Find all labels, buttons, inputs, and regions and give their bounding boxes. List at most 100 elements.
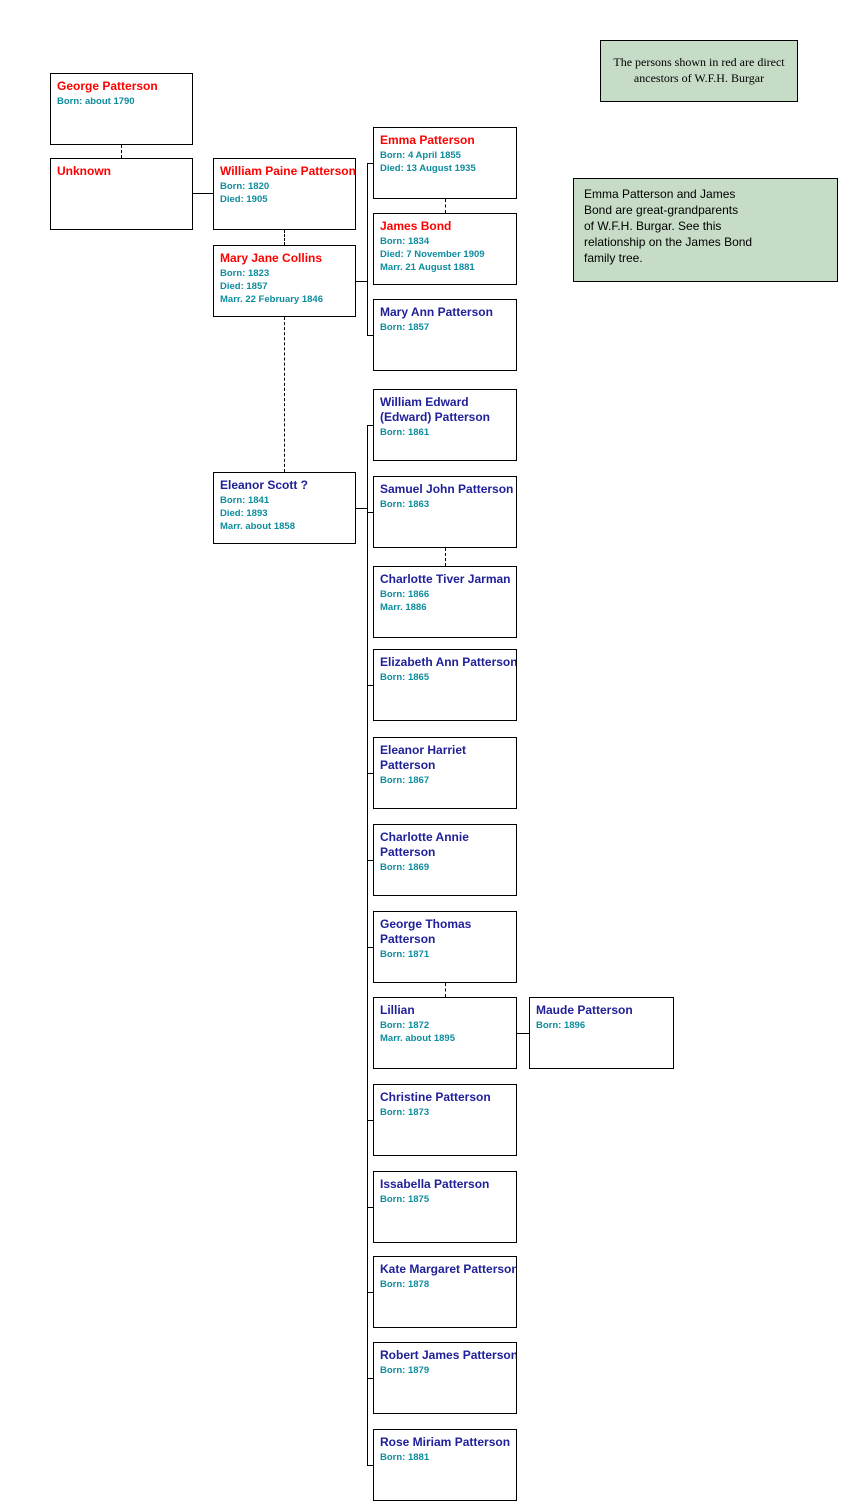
person-card-eleanor-harriet-patterson: Eleanor Harriet Patterson Born: 1867 — [373, 737, 517, 809]
person-detail: Born: 4 April 1855 — [380, 150, 461, 161]
person-detail: Born: 1867 — [380, 775, 430, 786]
person-card-eleanor-scott: Eleanor Scott ? Born: 1841 Died: 1893 Ma… — [213, 472, 356, 544]
children-bus-maryjane — [367, 163, 368, 335]
child-stub-kate-margaret — [367, 1292, 373, 1293]
child-stub-mary-ann — [367, 335, 373, 336]
person-name: Maude Patterson — [536, 1003, 633, 1017]
person-card-mary-ann-patterson: Mary Ann Patterson Born: 1857 — [373, 299, 517, 371]
person-name: Lillian — [380, 1003, 415, 1017]
spouse-connector-william-eleanorscott — [284, 317, 285, 472]
person-detail: Born: 1879 — [380, 1365, 430, 1376]
couple-to-children-connector-eleanorscott — [356, 508, 367, 509]
person-card-charlotte-annie-patterson: Charlotte Annie Patterson Born: 1869 — [373, 824, 517, 896]
person-detail: Marr. about 1858 — [220, 521, 295, 532]
child-stub-charlotte-annie — [367, 860, 373, 861]
person-detail: Born: 1823 — [220, 268, 270, 279]
person-detail: Born: 1857 — [380, 322, 430, 333]
person-card-samuel-john-patterson: Samuel John Patterson Born: 1863 — [373, 476, 517, 548]
couple-to-children-connector-maryjane — [356, 281, 367, 282]
person-name: Robert James Patterson — [380, 1348, 517, 1362]
person-name: Mary Ann Patterson — [380, 305, 493, 319]
person-card-lillian: Lillian Born: 1872 Marr. about 1895 — [373, 997, 517, 1069]
person-name: Kate Margaret Patterson — [380, 1262, 517, 1276]
child-stub-rose-miriam — [367, 1465, 373, 1466]
person-name: William Paine Patterson — [220, 164, 356, 178]
person-name: Christine Patterson — [380, 1090, 491, 1104]
child-connector-lillian-maude — [517, 1033, 529, 1034]
children-bus-eleanorscott — [367, 425, 368, 1465]
child-connector-unknown-william — [192, 193, 213, 194]
person-name: George Thomas Patterson — [380, 917, 472, 946]
child-stub-elizabeth-ann — [367, 685, 373, 686]
person-card-robert-james-patterson: Robert James Patterson Born: 1879 — [373, 1342, 517, 1414]
person-detail: Marr. about 1895 — [380, 1033, 455, 1044]
person-detail: Born: 1861 — [380, 427, 430, 438]
person-name: Elizabeth Ann Patterson — [380, 655, 517, 669]
person-card-christine-patterson: Christine Patterson Born: 1873 — [373, 1084, 517, 1156]
legend-direct-ancestors: The persons shown in red are direct ance… — [600, 40, 798, 102]
person-name: Eleanor Harriet Patterson — [380, 743, 467, 772]
person-detail: Born: 1896 — [536, 1020, 586, 1031]
person-card-james-bond: James Bond Born: 1834 Died: 7 November 1… — [373, 213, 517, 285]
person-card-issabella-patterson: Issabella Patterson Born: 1875 — [373, 1171, 517, 1243]
spouse-connector-george-unknown — [121, 145, 122, 158]
person-card-william-edward-patterson: William Edward (Edward) Patterson Born: … — [373, 389, 517, 461]
person-card-mary-jane-collins: Mary Jane Collins Born: 1823 Died: 1857 … — [213, 245, 356, 317]
person-detail: Born: 1878 — [380, 1279, 430, 1290]
person-detail: Born: 1834 — [380, 236, 430, 247]
person-detail: Born: 1841 — [220, 495, 270, 506]
person-detail: Born: 1866 — [380, 589, 430, 600]
person-name: Samuel John Patterson — [380, 482, 514, 496]
spouse-connector-samuel-charlottetiver — [445, 548, 446, 566]
person-detail: Died: 1857 — [220, 281, 268, 292]
person-detail: Died: 7 November 1909 — [380, 249, 485, 260]
person-name: Unknown — [57, 164, 111, 178]
person-name: Rose Miriam Patterson — [380, 1435, 511, 1449]
child-stub-emma — [367, 163, 373, 164]
person-detail: Born: 1869 — [380, 862, 430, 873]
person-card-elizabeth-ann-patterson: Elizabeth Ann Patterson Born: 1865 — [373, 649, 517, 721]
child-stub-william-edward — [367, 425, 373, 426]
person-name: Charlotte Tiver Jarman — [380, 572, 511, 586]
person-card-unknown: Unknown — [50, 158, 193, 230]
person-card-charlotte-tiver-jarman: Charlotte Tiver Jarman Born: 1866 Marr. … — [373, 566, 517, 638]
person-detail: Marr. 22 February 1846 — [220, 294, 323, 305]
spouse-connector-emma-jamesbond — [445, 199, 446, 213]
person-card-rose-miriam-patterson: Rose Miriam Patterson Born: 1881 — [373, 1429, 517, 1501]
child-stub-robert-james — [367, 1378, 373, 1379]
child-stub-christine — [367, 1120, 373, 1121]
person-detail: Died: 13 August 1935 — [380, 163, 476, 174]
person-detail: Died: 1893 — [220, 508, 268, 519]
person-name: William Edward (Edward) Patterson — [380, 395, 491, 424]
person-name: James Bond — [380, 219, 452, 233]
person-card-emma-patterson: Emma Patterson Born: 4 April 1855 Died: … — [373, 127, 517, 199]
person-name: Charlotte Annie Patterson — [380, 830, 469, 859]
person-detail: Born: 1865 — [380, 672, 430, 683]
person-card-william-paine-patterson: William Paine Patterson Born: 1820 Died:… — [213, 158, 356, 230]
person-detail: Born: 1871 — [380, 949, 430, 960]
person-name: Emma Patterson — [380, 133, 475, 147]
child-stub-george-thomas — [367, 947, 373, 948]
person-card-maude-patterson: Maude Patterson Born: 1896 — [529, 997, 674, 1069]
legend-james-bond-note: Emma Patterson and James Bond are great-… — [573, 178, 838, 282]
person-detail: Born: 1820 — [220, 181, 270, 192]
person-name: Eleanor Scott ? — [220, 478, 309, 492]
spouse-connector-william-maryjane — [284, 230, 285, 245]
person-name: Issabella Patterson — [380, 1177, 490, 1191]
person-card-george-thomas-patterson: George Thomas Patterson Born: 1871 — [373, 911, 517, 983]
child-stub-samuel-john — [367, 512, 373, 513]
person-detail: Born: 1875 — [380, 1194, 430, 1205]
person-name: George Patterson — [57, 79, 158, 93]
person-detail: Died: 1905 — [220, 194, 268, 205]
person-name: Mary Jane Collins — [220, 251, 323, 265]
child-stub-issabella — [367, 1207, 373, 1208]
person-detail: Born: 1872 — [380, 1020, 430, 1031]
person-card-george-patterson: George Patterson Born: about 1790 — [50, 73, 193, 145]
spouse-connector-georgethomas-lillian — [445, 983, 446, 997]
person-detail: Marr. 1886 — [380, 602, 427, 613]
person-detail: Born: 1881 — [380, 1452, 430, 1463]
person-detail: Born: about 1790 — [57, 96, 135, 107]
person-detail: Marr. 21 August 1881 — [380, 262, 475, 273]
person-card-kate-margaret-patterson: Kate Margaret Patterson Born: 1878 — [373, 1256, 517, 1328]
